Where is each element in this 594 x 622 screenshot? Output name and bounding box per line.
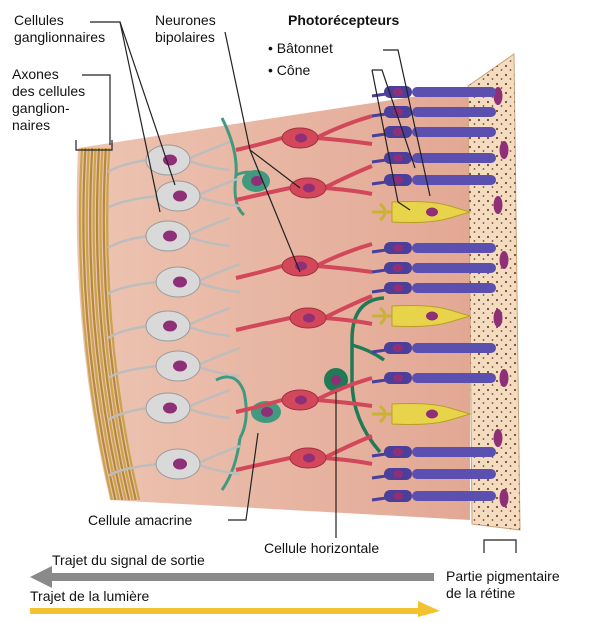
label-light-path: Trajet de la lumière — [30, 588, 149, 605]
pigment-cell-nucleus — [494, 196, 503, 214]
rod-synapse — [372, 454, 386, 456]
rod-nucleus — [393, 374, 403, 382]
rod-nucleus — [393, 244, 403, 252]
rod-outer-segment — [412, 153, 496, 163]
rod-synapse — [372, 160, 386, 162]
output-signal-arrow — [30, 566, 434, 588]
rod-outer-segment — [412, 373, 496, 383]
rod-synapse — [372, 182, 386, 184]
rod-outer-segment — [412, 447, 496, 457]
rod-nucleus — [393, 88, 403, 96]
label-ganglion-cells: Cellules ganglionnaires — [14, 12, 105, 46]
ganglion-nucleus — [163, 403, 177, 414]
rod-synapse — [372, 476, 386, 478]
rod-nucleus — [393, 284, 403, 292]
rod-nucleus — [393, 344, 403, 352]
label-pigment-part: Partie pigmentaire de la rétine — [446, 568, 560, 602]
horizontal-cell-nucleus — [331, 375, 341, 385]
label-bipolar-neurons: Neurones bipolaires — [155, 12, 216, 46]
cone-nucleus — [426, 208, 438, 217]
amacrine-cell-nucleus-2 — [261, 407, 273, 417]
pigment-cell-nucleus — [494, 429, 503, 447]
rod-nucleus — [393, 470, 403, 478]
label-rod: • Bâtonnet — [268, 40, 333, 57]
cone-nucleus — [426, 410, 438, 419]
rod-synapse — [372, 270, 386, 272]
rod-outer-segment — [412, 175, 496, 185]
pigment-cell-nucleus — [500, 141, 509, 159]
rod-outer-segment — [412, 87, 496, 97]
rod-outer-segment — [412, 263, 496, 273]
label-horizontal-cell: Cellule horizontale — [264, 540, 379, 557]
ganglion-nucleus — [163, 231, 177, 242]
rod-outer-segment — [412, 127, 496, 137]
ganglion-nucleus — [173, 191, 187, 202]
rod-synapse — [372, 290, 386, 292]
ganglion-nucleus — [163, 321, 177, 332]
rod-outer-segment — [412, 283, 496, 293]
pigment-cell-nucleus — [500, 489, 509, 507]
bipolar-nucleus — [303, 454, 315, 463]
label-photoreceptors: Photorécepteurs — [288, 12, 399, 29]
rod-nucleus — [393, 264, 403, 272]
rod-synapse — [372, 498, 386, 500]
rod-outer-segment — [412, 491, 496, 501]
rod-synapse — [372, 380, 386, 382]
rod-synapse — [372, 94, 386, 96]
rod-synapse — [372, 114, 386, 116]
ganglion-nucleus — [173, 459, 187, 470]
bipolar-nucleus — [303, 314, 315, 323]
pigment-cell-nucleus — [500, 369, 509, 387]
label-cone: • Cône — [268, 62, 310, 79]
rod-outer-segment — [412, 343, 496, 353]
rod-outer-segment — [412, 107, 496, 117]
rod-synapse — [372, 250, 386, 252]
bipolar-nucleus — [295, 396, 307, 405]
label-ganglion-axons: Axones des cellules ganglion- naires — [12, 66, 85, 134]
ganglion-nucleus — [173, 361, 187, 372]
rod-outer-segment — [412, 243, 496, 253]
label-amacrine-cell: Cellule amacrine — [88, 512, 192, 529]
bipolar-nucleus — [295, 134, 307, 143]
pigment-cell-nucleus — [500, 251, 509, 269]
pigment-cell-nucleus — [494, 309, 503, 327]
rod-nucleus — [393, 492, 403, 500]
rod-nucleus — [393, 154, 403, 162]
rod-synapse — [372, 134, 386, 136]
rod-synapse — [372, 350, 386, 352]
rod-nucleus — [393, 108, 403, 116]
bipolar-nucleus — [303, 184, 315, 193]
rod-nucleus — [393, 448, 403, 456]
cone-nucleus — [426, 312, 438, 321]
rod-outer-segment — [412, 469, 496, 479]
ganglion-nucleus — [173, 277, 187, 288]
label-output-signal-path: Trajet du signal de sortie — [52, 552, 205, 569]
